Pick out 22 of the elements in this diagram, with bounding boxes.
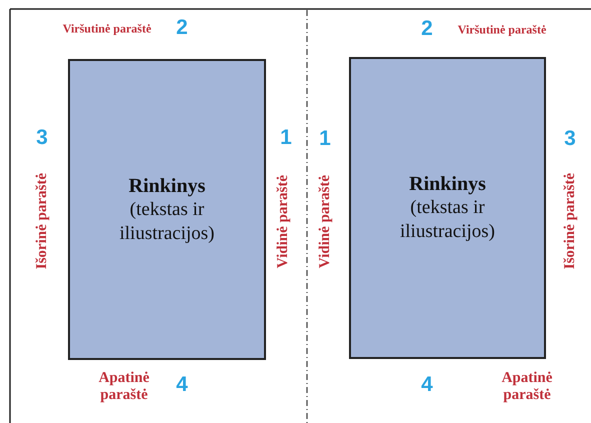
margin-label: Apatinė paraštė (500, 370, 554, 404)
heading: Rinkinys (409, 172, 486, 196)
margin-label: Viršutinė paraštė (458, 22, 546, 38)
margin-number: 4 (176, 373, 188, 397)
description: (tekstas ir iliustracijos) (118, 198, 216, 246)
margin-number: 1 (280, 126, 292, 150)
margin-label: Vidinė paraštė (316, 174, 334, 268)
margin-label: Apatinė paraštė (98, 370, 150, 404)
margin-label: Vidinė paraštė (274, 174, 292, 268)
margin-number: 3 (36, 126, 48, 150)
description: (tekstas ir iliustracijos) (399, 196, 496, 244)
margin-label: Išorinė paraštė (562, 173, 578, 270)
margin-number: 2 (176, 16, 188, 40)
margin-label: Išorinė paraštė (34, 173, 50, 270)
margin-number: 3 (564, 127, 576, 151)
margin-number: 1 (319, 127, 331, 151)
text-block-area (349, 57, 546, 359)
heading: Rinkinys (128, 174, 206, 198)
margin-number: 4 (421, 373, 433, 397)
margin-label: Viršutinė paraštė (62, 22, 152, 36)
margin-number: 2 (421, 17, 433, 41)
text-block-area (68, 59, 266, 360)
